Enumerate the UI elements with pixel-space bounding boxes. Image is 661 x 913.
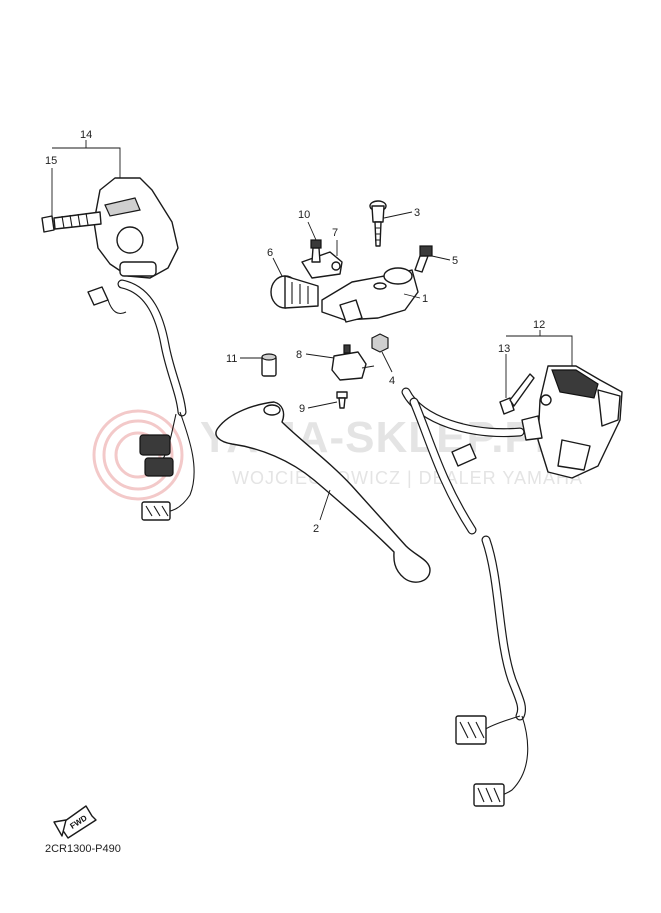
callout-label-11: 11	[226, 353, 237, 365]
callout-7: 7	[332, 227, 338, 256]
callout-6: 6	[267, 247, 283, 277]
callout-label-15: 15	[45, 155, 57, 167]
callout-label-3: 3	[414, 207, 420, 219]
callout-label-13: 13	[498, 343, 510, 355]
switch-8	[331, 344, 375, 381]
nut-4	[371, 333, 389, 353]
callout-9: 9	[299, 401, 338, 415]
fwd-arrow-icon: FWD	[53, 805, 97, 839]
bracket-7	[301, 251, 343, 279]
callout-label-2: 2	[313, 523, 319, 535]
callout-label-6: 6	[267, 247, 273, 259]
svg-text:WOJCIECHOWICZ | DEALER YAMAHA: WOJCIECHOWICZ | DEALER YAMAHA	[232, 468, 583, 488]
callout-1: 1	[403, 293, 428, 305]
adjuster-6	[270, 275, 319, 309]
right-handlebar-switch	[521, 365, 623, 479]
left-handlebar-switch	[87, 177, 179, 306]
callout-10: 10	[298, 209, 317, 241]
bolt-3	[369, 200, 387, 247]
callout-label-1: 1	[422, 293, 428, 305]
screw-10	[310, 239, 322, 263]
screw-9	[336, 391, 348, 409]
part-code: 2CR1300-P490	[45, 843, 121, 855]
callout-12: 12	[506, 319, 573, 366]
callout-label-10: 10	[298, 209, 310, 221]
callout-label-14: 14	[80, 129, 92, 141]
collar-11	[261, 353, 277, 377]
callout-label-12: 12	[533, 319, 545, 331]
callout-label-7: 7	[332, 227, 338, 239]
left-switch-cable	[107, 279, 195, 521]
callout-label-9: 9	[299, 403, 305, 415]
lever-holder	[321, 267, 419, 323]
clutch-lever	[215, 401, 431, 583]
callout-label-4: 4	[389, 375, 395, 387]
screw-5	[414, 245, 433, 273]
right-switch-cable	[401, 387, 529, 807]
screw-15	[41, 211, 102, 233]
screw-13	[499, 373, 535, 415]
callout-label-5: 5	[452, 255, 458, 267]
callout-label-8: 8	[296, 349, 302, 361]
callout-2: 2	[313, 489, 331, 535]
callout-14: 14	[52, 129, 121, 178]
callout-3: 3	[383, 207, 420, 219]
callout-4: 4	[381, 351, 395, 387]
callout-15: 15	[45, 155, 57, 216]
callout-5: 5	[431, 255, 458, 267]
callout-11: 11	[226, 353, 262, 365]
callout-13: 13	[498, 343, 510, 398]
callout-8: 8	[296, 349, 335, 361]
